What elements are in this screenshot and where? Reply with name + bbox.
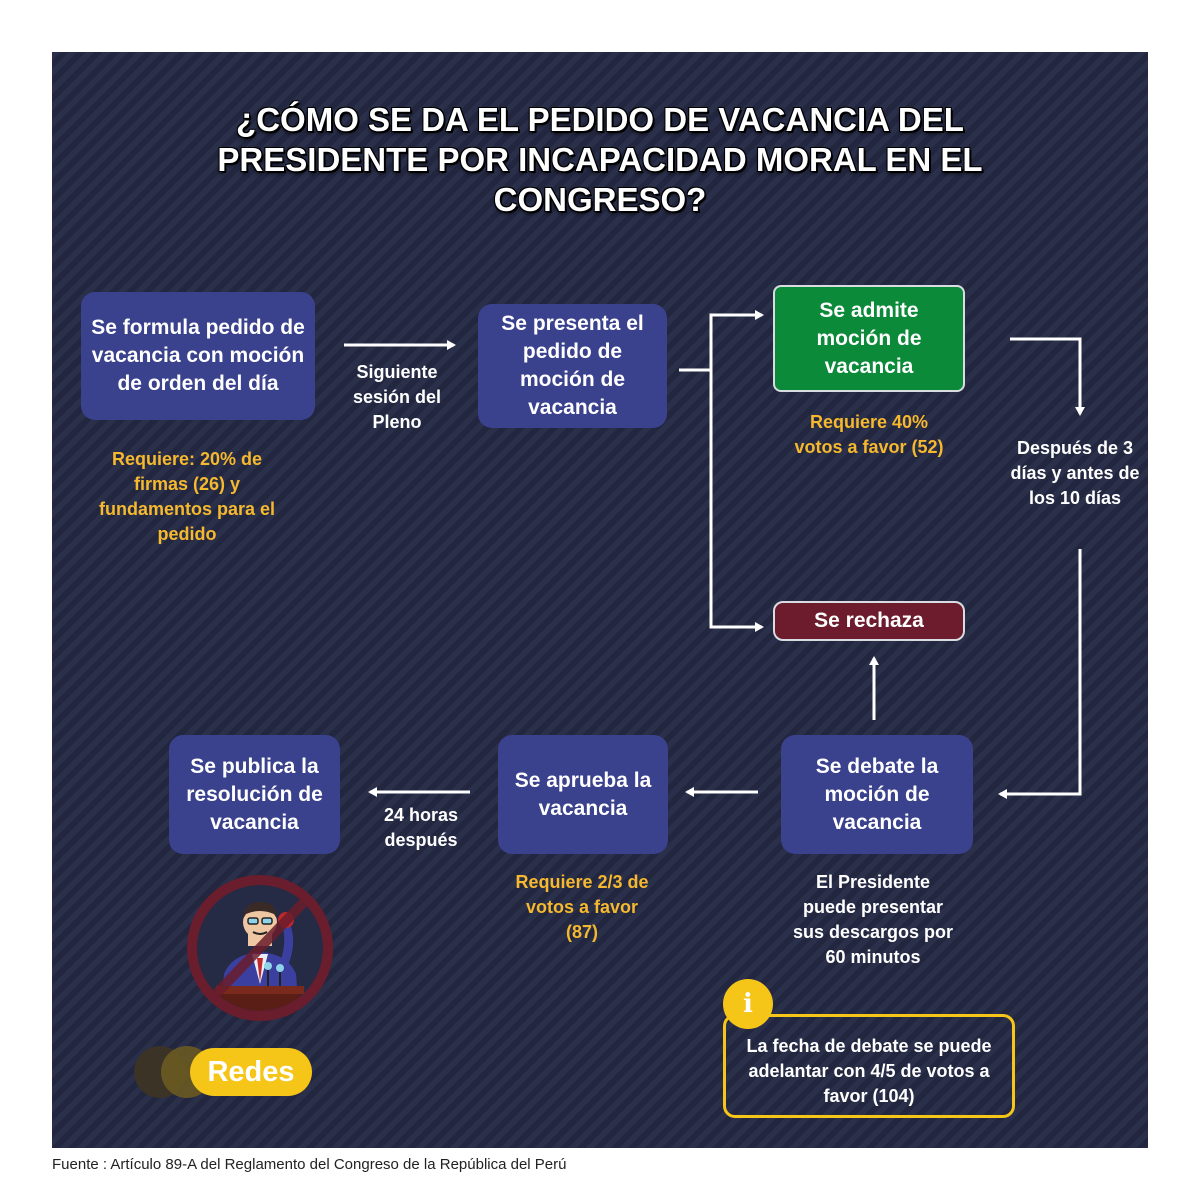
arrow-presenta-to-rechaza (709, 370, 764, 632)
info-callout: La fecha de debate se puede adelantar co… (723, 1014, 1015, 1118)
flow-arrows (344, 310, 1085, 799)
step-aprueba: Se aprueba la vacancia (498, 735, 668, 854)
note-descargos: El Presidente puede presentar sus descar… (792, 872, 954, 967)
step-debate-label: Se debate la moción de vacancia (815, 754, 939, 834)
arrow-plazo-to-debate (998, 549, 1082, 799)
info-callout-text: La fecha de debate se puede adelantar co… (746, 1035, 992, 1106)
president-prohibited-illustration (187, 875, 333, 1021)
note-req-formula: Requiere: 20% de firmas (26) y fundament… (98, 449, 276, 544)
arrow-presenta-branch (679, 310, 764, 372)
step-admite-label: Se admite moción de vacancia (816, 298, 922, 378)
step-rechaza: Se rechaza (773, 601, 965, 641)
note-veinticuatro-horas: 24 horas después (383, 805, 459, 850)
arrow-admite-down (1010, 337, 1085, 416)
note-siguiente-sesion: Siguiente sesión del Pleno (352, 362, 442, 432)
step-formula-label: Se formula pedido de vacancia con moción… (91, 316, 305, 395)
note-req-aprueba: Requiere 2/3 de votos a favor (87) (515, 872, 649, 942)
step-presenta: Se presenta el pedido de moción de vacan… (478, 304, 667, 428)
step-rechaza-label: Se rechaza (814, 609, 924, 632)
info-icon: i (723, 979, 773, 1029)
redes-logo: Redes (190, 1048, 312, 1096)
source-caption: Fuente : Artículo 89-A del Reglamento de… (52, 1156, 567, 1173)
note-req-admite: Requiere 40% votos a favor (52) (794, 412, 944, 457)
step-presenta-label: Se presenta el pedido de moción de vacan… (501, 312, 644, 419)
page-title: ¿CÓMO SE DA EL PEDIDO DE VACANCIA DEL PR… (217, 101, 983, 218)
step-admite: Se admite moción de vacancia (773, 285, 965, 392)
step-publica-label: Se publica la resolución de vacancia (186, 754, 323, 834)
step-publica: Se publica la resolución de vacancia (169, 735, 340, 854)
infographic-panel: ¿CÓMO SE DA EL PEDIDO DE VACANCIA DEL PR… (52, 52, 1148, 1148)
step-aprueba-label: Se aprueba la vacancia (514, 768, 652, 820)
step-debate: Se debate la moción de vacancia (781, 735, 973, 854)
step-formula: Se formula pedido de vacancia con moción… (81, 292, 315, 420)
note-plazo-debate: Después de 3 días y antes de los 10 días (1010, 438, 1140, 508)
